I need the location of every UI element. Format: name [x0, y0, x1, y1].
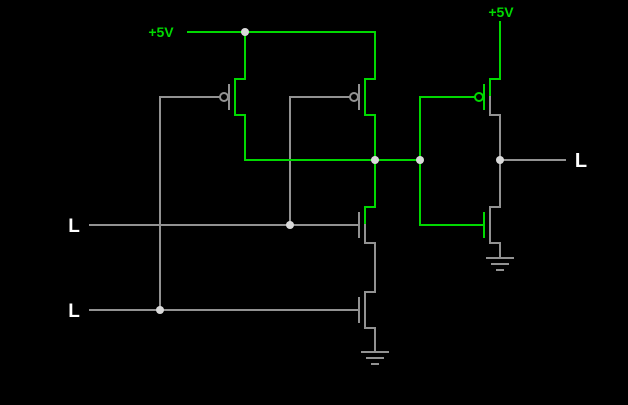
input-b-label[interactable]: L — [68, 301, 80, 322]
input-a-text: L — [68, 216, 80, 237]
nmos-b-transistor[interactable] — [358, 291, 376, 353]
output-label[interactable]: L — [575, 150, 587, 172]
output-text: L — [575, 150, 587, 172]
vcc-left-text: +5V — [148, 24, 174, 40]
input-b-junction-dot — [156, 306, 164, 314]
vcc-left-source[interactable]: +5V — [148, 24, 174, 40]
pmos-a-transistor[interactable] — [219, 31, 246, 161]
junction-dots — [156, 28, 504, 314]
inverter-input-junction-dot — [416, 156, 424, 164]
inverter-input-wire[interactable] — [419, 96, 485, 226]
output-junction-dot — [496, 156, 504, 164]
pmos-b-bubble-icon — [349, 92, 359, 102]
inverter-pmos-bubble-icon — [474, 92, 484, 102]
vcc-right-text: +5V — [488, 4, 514, 20]
nand-ground[interactable] — [361, 351, 389, 365]
input-b-text: L — [68, 301, 80, 322]
pmos-a-bubble-icon — [219, 92, 229, 102]
rail-junction-dot — [241, 28, 249, 36]
vcc-right-source[interactable]: +5V — [488, 4, 514, 20]
pmos-b-transistor[interactable] — [349, 31, 376, 161]
input-a-label[interactable]: L — [68, 216, 80, 237]
inverter-nmos-transistor[interactable] — [483, 159, 501, 259]
inverter-ground[interactable] — [486, 257, 514, 271]
inverter-pmos-transistor[interactable] — [474, 21, 501, 161]
nmos-a-transistor[interactable] — [358, 159, 376, 293]
input-a-junction-dot — [286, 221, 294, 229]
nand-output-junction-dot — [371, 156, 379, 164]
